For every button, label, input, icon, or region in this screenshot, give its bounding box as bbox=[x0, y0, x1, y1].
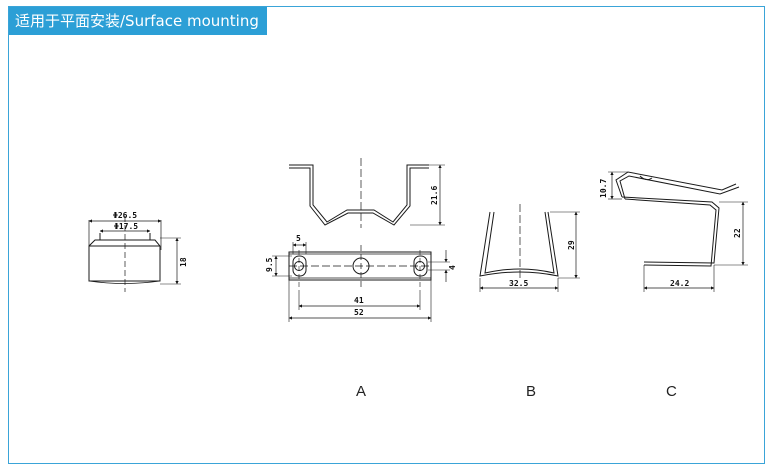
clip-a-slot-width: 5 bbox=[296, 234, 301, 243]
clip-a-hole-pitch: 41 bbox=[354, 296, 364, 305]
clip-c-drawing bbox=[608, 171, 748, 292]
cap-height: 18 bbox=[179, 257, 188, 267]
clip-a-top-drawing bbox=[272, 242, 450, 322]
cap-drawing bbox=[88, 216, 181, 292]
clip-b-width: 32.5 bbox=[509, 279, 528, 288]
label-a: A bbox=[356, 383, 366, 400]
clip-a-side-drawing bbox=[289, 158, 445, 228]
clip-a-hole-height: 9.5 bbox=[265, 257, 274, 272]
clip-c-width: 24.2 bbox=[670, 279, 689, 288]
section-title: 适用于平面安装/Surface mounting bbox=[9, 7, 267, 35]
clip-a-overall-length: 52 bbox=[354, 308, 364, 317]
clip-b-drawing bbox=[479, 204, 580, 292]
diagram-frame bbox=[8, 6, 765, 464]
clip-b-height: 29 bbox=[567, 240, 576, 250]
clip-c-top-height: 10.7 bbox=[599, 179, 608, 198]
cap-outer-diameter: Φ26.5 bbox=[113, 211, 137, 220]
clip-a-side-height: 4 bbox=[448, 265, 457, 270]
cap-inner-diameter: Φ17.5 bbox=[114, 222, 138, 231]
label-b: B bbox=[526, 383, 536, 400]
clip-c-height: 22 bbox=[733, 228, 742, 238]
clip-a-height: 21.6 bbox=[430, 186, 439, 205]
label-c: C bbox=[666, 383, 677, 400]
